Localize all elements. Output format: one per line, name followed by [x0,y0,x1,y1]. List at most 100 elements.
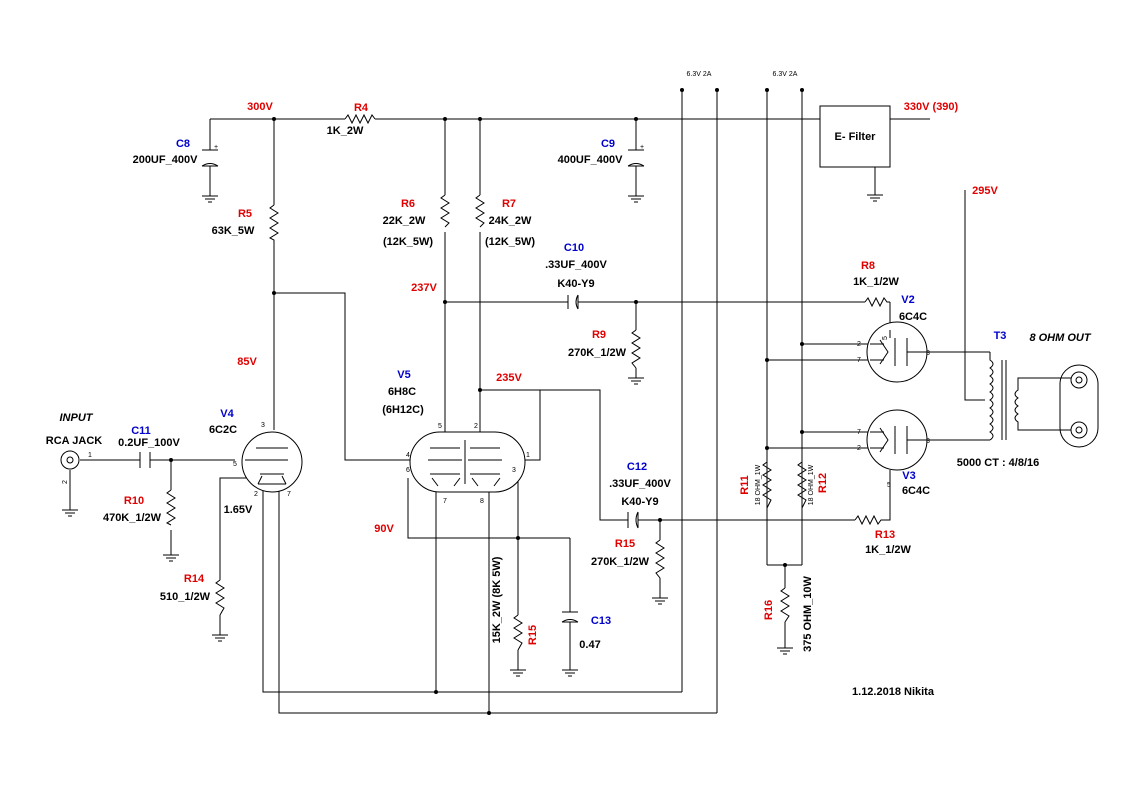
c10-value: .33UF_400V [545,259,607,271]
pin-number: 3 [512,467,516,474]
r14-value: 510_1/2W [160,591,211,603]
r15a-ref: R15 [615,538,635,550]
resistors [165,113,890,651]
pin-number: 5 [438,423,442,430]
r10-ref: R10 [124,495,144,507]
r16-symbol [780,587,790,623]
c11-ref: C11 [131,425,151,437]
capacitors: + + [139,144,645,623]
r5-ref: R5 [238,208,252,220]
c8-symbol: + [201,144,219,167]
c10-symbol [567,294,579,310]
svg-text:+: + [640,144,644,151]
r11-ref: R11 [739,475,751,495]
node-85v: 85V [237,356,257,368]
r14-ref: R14 [184,573,205,585]
r8-ref: R8 [861,260,875,272]
heater-b-label: 6.3V 2A [773,71,798,78]
v5-type: 6H8C [388,386,416,398]
c12-value: .33UF_400V [609,478,671,490]
c11-symbol [139,452,151,468]
pin-number: 2 [474,423,478,430]
r10-value: 470K_1/2W [103,512,162,524]
r7-ref: R7 [502,198,516,210]
r12-ref: R12 [817,473,829,493]
tube-v4 [241,431,303,493]
node-90v: 90V [374,523,394,535]
pin-number: 2 [857,445,861,452]
c9-ref: C9 [601,138,615,150]
r15b-ref: R15 [527,625,539,645]
c12-symbol [627,511,639,529]
r9-value: 270K_1/2W [568,347,627,359]
c10-ref: C10 [564,242,584,254]
pin-number: 5 [233,461,237,468]
r13-ref: R13 [875,529,895,541]
pin-number: 8 [480,498,484,505]
pin-number: 7 [857,357,861,364]
pin-number: 3 [261,422,265,429]
e-filter-label: E- Filter [835,131,877,143]
r5-value: 63K_5W [212,225,255,237]
r10-symbol [165,489,176,526]
output-label: 8 OHM OUT [1029,332,1091,344]
c12-type: K40-Y9 [621,496,658,508]
pin-number: 3 [926,350,930,357]
tube-v2 [866,321,935,383]
transformer-t3 [989,352,1099,448]
pin-number: 6 [406,467,410,474]
heater-a-label: 6.3V 2A [687,71,712,78]
labels: 6.3V 2A 6.3V 2A 300V 330V (390) 295V 237… [46,71,1092,698]
r13-symbol [854,514,886,526]
c8-value: 200UF_400V [133,154,198,166]
node-300v: 300V [247,101,273,113]
r16-value: 375 OHM_10W [802,575,814,651]
r7-value: 24K_2W [489,215,532,227]
node-165v: 1.65V [224,504,253,516]
v3-type: 6C4C [902,485,930,497]
e-filter-block: E- Filter [819,105,891,168]
tube-v5 [409,431,526,493]
v4-ref: V4 [220,408,234,420]
v5-alt: (6H12C) [382,404,424,416]
r6-ref: R6 [401,198,415,210]
svg-text:+: + [214,144,218,151]
r15a-symbol [655,539,665,579]
pin-number: 5 [882,336,889,340]
r16-ref: R16 [763,600,775,620]
pin-number: 2 [254,491,258,498]
pin-number: 7 [857,429,861,436]
r11-symbol [762,461,772,509]
c8-ref: C8 [176,138,190,150]
r8-value: 1K_1/2W [853,276,899,288]
node-330v: 330V (390) [904,101,959,113]
r11-value: 18 OHM_1W [755,464,762,505]
r15b-value: 15K_2W (8K 5W) [491,556,503,643]
r5-symbol [268,204,279,245]
r4-value: 1K_2W [327,125,364,137]
node-235v: 235V [496,372,522,384]
c10-type: K40-Y9 [557,278,594,290]
c9-value: 400UF_400V [558,154,623,166]
r6-value: 22K_2W [383,215,426,227]
r6-alt: (12K_5W) [383,236,433,248]
r12-symbol [797,461,807,509]
r6-symbol [440,194,450,228]
t3-ref: T3 [994,330,1007,342]
pin-number: 2 [62,480,69,484]
v5-ref: V5 [397,369,410,381]
c13-symbol [561,611,579,623]
junction-dots [169,88,804,715]
r4-ref: R4 [354,102,369,114]
r9-ref: R9 [592,329,606,341]
c13-value: 0.47 [579,639,600,651]
signature: 1.12.2018 Nikita [852,686,935,698]
pin-number: 3 [926,438,930,445]
r14-symbol [215,579,225,616]
r4-symbol [344,113,376,125]
trafo-note: 5000 CT : 4/8/16 [957,457,1040,469]
ground-symbols [62,194,883,677]
node-237v: 237V [411,282,437,294]
r9-symbol [631,329,641,369]
